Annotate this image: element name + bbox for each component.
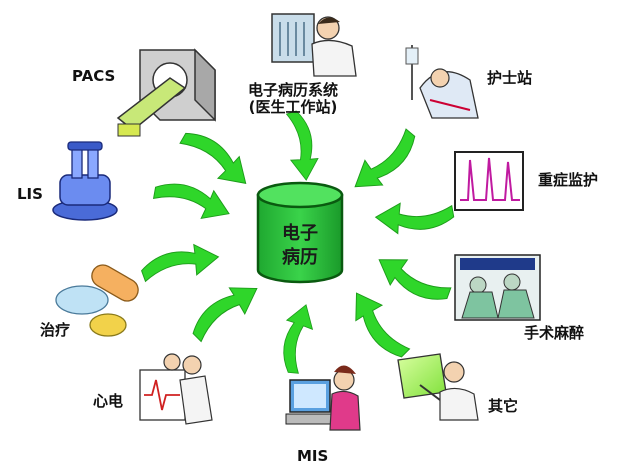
center-label: 电子 病历 [258,222,342,270]
ct-scanner-icon [116,48,216,137]
center-label-line1: 电子 [282,223,318,244]
label-other: 其它 [488,397,519,415]
label-emr: 电子病历系统 (医生工作站) [248,82,338,116]
doctor-xray-icon [271,13,357,77]
arrow-from-nurse [347,121,421,201]
arrow-from-other [341,285,419,363]
pills-icon [55,264,139,337]
label-ecg: 心电 [93,392,124,410]
arrow-from-mis [281,302,315,375]
patient-bed-icon [405,45,479,119]
label-mis: MIS [297,447,329,465]
label-treatment: 治疗 [40,321,71,339]
label-icu: 重症监护 [538,171,599,189]
center-label-line2: 病历 [282,247,318,268]
label-nurse-station: 护士站 [487,69,533,87]
label-surgery: 手术麻醉 [524,324,585,342]
surgery-scene-icon [454,254,541,321]
label-lis: LIS [17,185,43,203]
microscope-icon [52,141,118,221]
center-database-icon [256,181,344,284]
arrow-from-emr [276,108,325,184]
monitor-waveform-icon [454,151,524,211]
arrow-from-treatment [138,237,223,293]
label-pacs: PACS [72,67,116,85]
label-emr-line1: 电子病历系统 [248,81,339,99]
arrow-from-pacs [173,126,257,193]
computer-user-icon [285,365,361,431]
arrow-from-lis [151,179,234,224]
arrow-from-surgery [371,250,456,306]
ecg-doctors-icon [139,353,213,425]
arrow-from-icu [373,194,456,238]
label-emr-line2: (医生工作站) [248,98,338,116]
arrow-from-ecg [187,273,265,351]
doctor-screen-icon [397,353,479,421]
